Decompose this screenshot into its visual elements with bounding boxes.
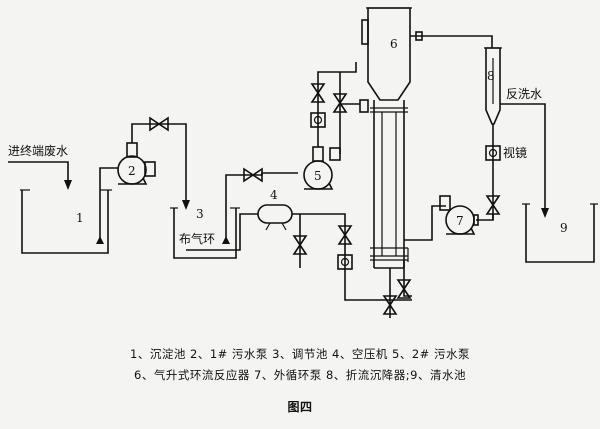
backwash-label: 反洗水: [506, 87, 542, 101]
node-8-label: 8: [487, 69, 495, 83]
airlift-loop-reactor-6: [359, 7, 412, 269]
air-compressor-4: [257, 204, 293, 231]
node-2-label: 2: [128, 164, 136, 178]
valve-pump2-discharge: [149, 116, 169, 132]
discharge-pipe-2: [131, 123, 187, 207]
legend-line-1: 1、沉淀池 2、1# 污水泵 3、调节池 4、空压机 5、2# 污水泵: [130, 347, 470, 361]
reactor-to-settler-pipe: [410, 35, 493, 48]
air-line-to-reactor: [292, 213, 412, 301]
valve-pump5-right: [332, 93, 348, 113]
air-line-to-tank3: [224, 213, 258, 251]
backwash-pipe: [500, 103, 546, 212]
suction-pipe-1: [99, 167, 118, 240]
air-ring-label: 布气环: [179, 231, 215, 246]
valve-reactor-drain: [382, 295, 398, 315]
node-6-label: 6: [390, 37, 398, 51]
pump-2: [117, 142, 156, 185]
external-circulation-pump-7: [439, 195, 479, 235]
node-5-label: 5: [314, 169, 322, 183]
valve-reactor-outlet: [396, 279, 412, 299]
node-1-label: 1: [76, 211, 84, 225]
reactor-outlet-fitting: [415, 31, 423, 41]
figure-caption: 图四: [287, 400, 313, 414]
valve-pump5-suction: [243, 167, 263, 183]
legend-line-2: 6、气升式环流反应器 7、外循环泵 8、折流沉降器;9、清水池: [134, 368, 466, 382]
sedimentation-tank-1: [20, 189, 112, 254]
sight-glass: [485, 145, 501, 161]
baffled-settler-8: [484, 47, 502, 125]
pump5-flowmeter: [310, 112, 326, 128]
inlet-label: 进终端废水: [8, 143, 68, 158]
valve-pump5-left: [310, 83, 326, 103]
node-7-label: 7: [456, 214, 464, 228]
pump5-discharge-pipe: [317, 62, 357, 147]
valve-air-branch: [292, 235, 308, 255]
pump-5: [303, 146, 341, 190]
node-3-label: 3: [196, 207, 204, 221]
air-flowmeter: [337, 254, 353, 270]
regulating-tank-3: [170, 207, 240, 259]
valve-air-main: [337, 225, 353, 245]
node-9-label: 9: [560, 221, 568, 235]
inlet-pipe: [8, 161, 72, 190]
clean-water-tank-9: [522, 203, 598, 263]
pump7-return-pipe: [404, 205, 446, 241]
sight-glass-label: 视镜: [503, 145, 527, 160]
node-4-label: 4: [270, 188, 278, 202]
